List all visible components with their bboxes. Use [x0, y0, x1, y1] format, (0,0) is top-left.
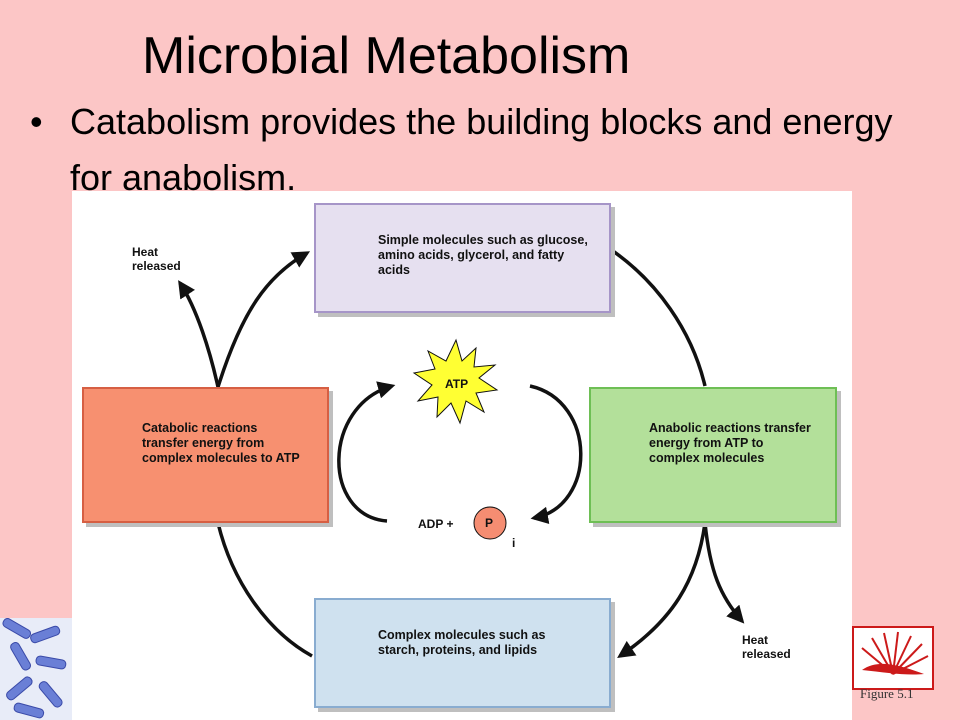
- heat-released-left: Heat released: [132, 245, 181, 273]
- arrow-anabolic-to-heat: [703, 522, 745, 624]
- simple-molecules-box: Simple molecules such as glucose, amino …: [314, 203, 611, 313]
- arrow-simple-to-anabolic: [609, 247, 707, 387]
- catabolic-reactions-box: Catabolic reactions transfer energy from…: [82, 387, 329, 523]
- metabolism-diagram: Simple molecules such as glucose, amino …: [72, 191, 852, 720]
- bullet-text: Catabolism provides the building blocks …: [70, 101, 893, 198]
- atp-label: ATP: [445, 377, 469, 391]
- bacteria-image: [0, 618, 72, 720]
- phosphate-subscript: i: [512, 536, 516, 550]
- heat-released-right: Heat released: [742, 633, 791, 661]
- phosphate-label: P: [485, 516, 494, 530]
- anabolic-reactions-box: Anabolic reactions transfer energy from …: [589, 387, 837, 523]
- complex-molecules-box: Complex molecules such as starch, protei…: [314, 598, 611, 708]
- bullet-marker: •: [30, 101, 43, 142]
- arrow-anabolic-to-complex: [617, 522, 707, 658]
- bullet-point: • Catabolism provides the building block…: [30, 94, 930, 206]
- atp-star: [412, 338, 499, 425]
- figure-caption: Figure 5.1: [860, 686, 914, 701]
- phosphate-circle: [473, 506, 507, 540]
- arrow-catabolic-to-heat: [178, 280, 220, 388]
- diagram-arrows: [178, 247, 745, 658]
- arrow-adp-to-atp: [337, 381, 396, 523]
- arrow-atp-to-adp: [529, 384, 583, 524]
- publisher-logo: [852, 626, 934, 690]
- adp-label: ADP +: [418, 517, 454, 531]
- arrow-catabolic-to-simple: [216, 251, 311, 388]
- slide-title: Microbial Metabolism: [142, 27, 631, 85]
- arrow-complex-to-catabolic: [216, 522, 313, 658]
